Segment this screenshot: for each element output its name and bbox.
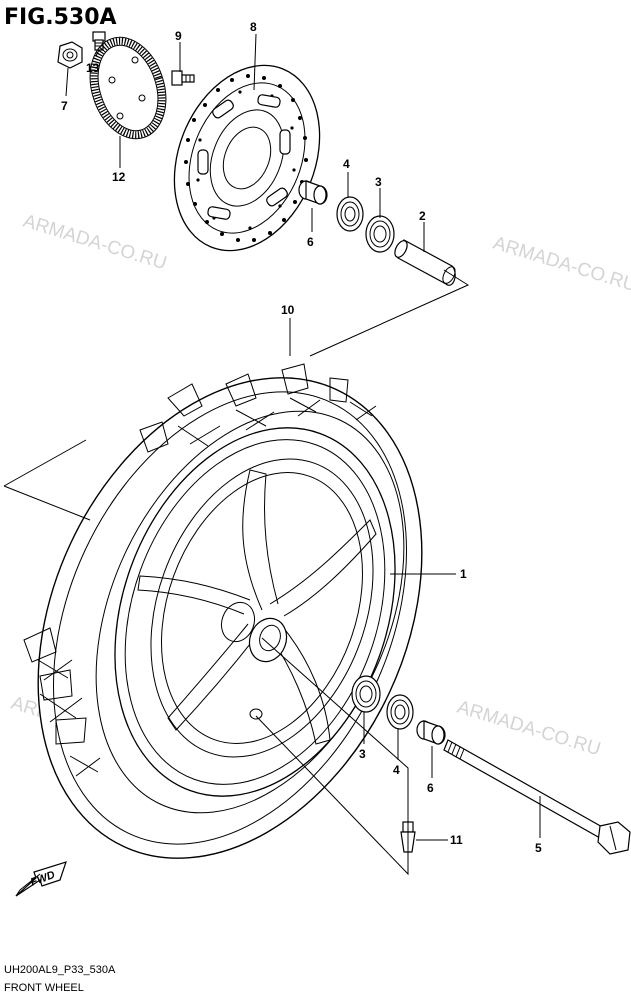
- part-2-spacer[interactable]: [392, 239, 457, 286]
- leader-lines: [65, 33, 541, 876]
- callout-labels: 8 9 13 7 12 4 3 2 6 10 1 3 4 6 5 11: [61, 20, 542, 855]
- callout-5[interactable]: 5: [535, 841, 542, 855]
- callout-11[interactable]: 11: [450, 833, 463, 847]
- part-1-wheel-rim[interactable]: [66, 388, 444, 835]
- callout-13[interactable]: 13: [86, 61, 100, 75]
- callout-6-lower[interactable]: 6: [427, 781, 434, 795]
- figure-title: FIG.530A: [4, 5, 117, 30]
- figure-code: UH200AL9_P33_530A: [4, 964, 116, 976]
- watermark-2: ARMADA-CO.RU: [491, 233, 631, 297]
- part-13-bolt[interactable]: [92, 31, 106, 51]
- callout-3-lower[interactable]: 3: [359, 747, 366, 761]
- part-6-collar-upper[interactable]: [298, 180, 328, 205]
- callout-9[interactable]: 9: [175, 29, 182, 43]
- part-8-brake-disc[interactable]: [148, 44, 346, 273]
- callout-2[interactable]: 2: [419, 209, 426, 223]
- part-4-bearing-upper[interactable]: [336, 196, 364, 232]
- callout-8[interactable]: 8: [250, 20, 257, 34]
- leader-bracket-upper: [309, 269, 470, 357]
- fwd-direction-badge: FWD: [15, 861, 67, 897]
- part-6-collar-lower[interactable]: [416, 720, 446, 745]
- part-7-nut[interactable]: [57, 41, 83, 69]
- part-9-bolt[interactable]: [171, 70, 195, 86]
- callout-4-lower[interactable]: 4: [393, 763, 400, 777]
- part-3-seal-upper[interactable]: [365, 215, 395, 253]
- part-5-axle[interactable]: [443, 739, 631, 855]
- callout-10[interactable]: 10: [281, 303, 295, 317]
- part-12-sensor-ring[interactable]: [78, 27, 179, 148]
- watermark-1: ARMADA-CO.RU: [21, 211, 169, 275]
- figure-caption: FRONT WHEEL: [4, 982, 84, 994]
- callout-4-upper[interactable]: 4: [343, 157, 350, 171]
- callout-6-upper[interactable]: 6: [307, 235, 314, 249]
- callout-3-upper[interactable]: 3: [375, 175, 382, 189]
- callout-7[interactable]: 7: [61, 99, 68, 113]
- part-3-seal-lower[interactable]: [351, 675, 381, 713]
- part-4-bearing-lower[interactable]: [386, 694, 414, 730]
- callout-1[interactable]: 1: [460, 567, 467, 581]
- callout-12[interactable]: 12: [112, 170, 126, 184]
- watermark-5: ARMADA-CO.RU: [455, 697, 603, 761]
- part-10-tire[interactable]: [0, 315, 496, 921]
